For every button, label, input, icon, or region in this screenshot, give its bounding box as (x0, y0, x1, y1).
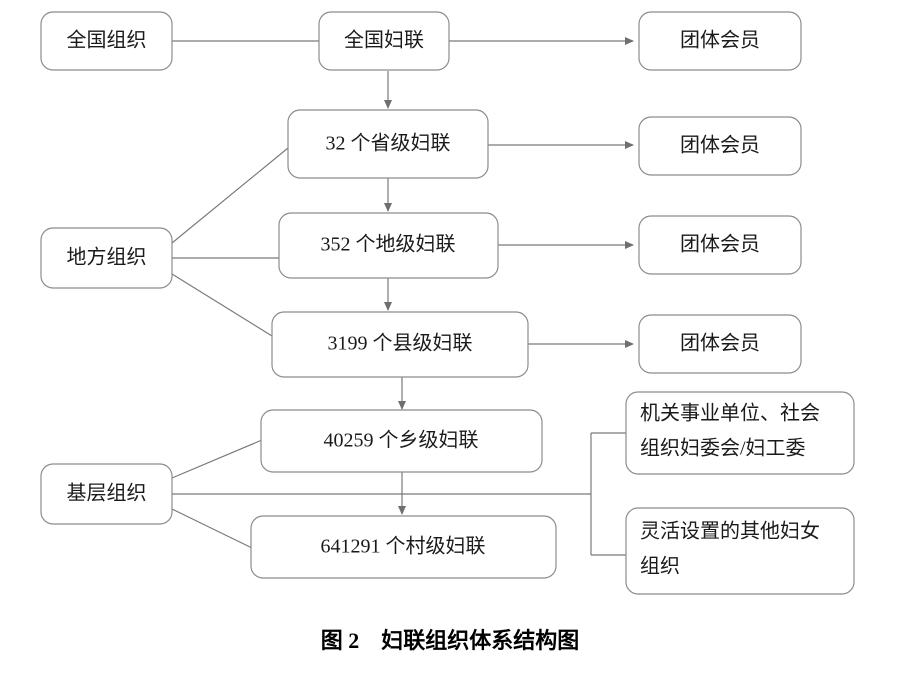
node-flexible-unit-line2: 组织 (640, 555, 680, 578)
tier-box-local[interactable]: 地方组织 (40, 227, 173, 289)
link-local-tier-to-provincial (171, 147, 289, 244)
node-county-federation-shape (271, 311, 529, 378)
link-grassroots-tier-to-village (171, 508, 253, 549)
link-local-tier-to-county (171, 273, 273, 337)
node-prefecture-federation-label: 352 个地级妇联 (321, 233, 456, 256)
node-group-member-national[interactable]: 团体会员 (638, 11, 802, 71)
node-group-member-provincial[interactable]: 团体会员 (638, 116, 802, 176)
node-township-federation-shape (260, 409, 543, 473)
node-village-federation-label: 641291 个村级妇联 (321, 535, 486, 558)
node-village-federation-shape (250, 515, 557, 579)
node-flexible-unit[interactable]: 灵活设置的其他妇女 组织 (625, 507, 855, 595)
node-national-federation-shape (318, 11, 450, 71)
node-provincial-federation-label: 32 个省级妇联 (326, 132, 451, 155)
node-group-member-provincial-label: 团体会员 (680, 134, 760, 157)
node-county-federation-label: 3199 个县级妇联 (328, 332, 473, 355)
node-flexible-unit-line1: 灵活设置的其他妇女 (640, 520, 820, 543)
node-township-federation[interactable]: 40259 个乡级妇联 (260, 409, 543, 473)
figure-caption: 图 2 妇联组织体系结构图 (321, 628, 580, 653)
node-national-federation[interactable]: 全国妇联 (318, 11, 450, 71)
node-institution-unit-line2: 组织妇委会/妇工委 (640, 437, 806, 460)
link-grassroots-tier-to-township (171, 439, 263, 479)
node-institution-unit-shape (625, 391, 855, 475)
node-institution-unit-line1: 机关事业单位、社会 (640, 402, 820, 425)
node-provincial-federation[interactable]: 32 个省级妇联 (287, 109, 489, 179)
tier-box-grassroots-shape (40, 463, 173, 525)
tier-box-national[interactable]: 全国组织 (40, 11, 173, 71)
group-member-column: 团体会员 团体会员 团体会员 团体会员 (638, 11, 802, 374)
grassroots-unit-column: 机关事业单位、社会 组织妇委会/妇工委 灵活设置的其他妇女 组织 (625, 391, 855, 595)
tier-label-column: 全国组织 地方组织 基层组织 (40, 11, 173, 525)
node-group-member-national-shape (638, 11, 802, 71)
node-group-member-prefecture-shape (638, 215, 802, 275)
node-village-federation[interactable]: 641291 个村级妇联 (250, 515, 557, 579)
node-group-member-prefecture[interactable]: 团体会员 (638, 215, 802, 275)
node-group-member-provincial-shape (638, 116, 802, 176)
hierarchy-column: 全国妇联 32 个省级妇联 352 个地级妇联 3199 个县级妇联 40259… (250, 11, 557, 579)
node-group-member-national-label: 团体会员 (680, 29, 760, 52)
tier-box-grassroots[interactable]: 基层组织 (40, 463, 173, 525)
node-institution-unit[interactable]: 机关事业单位、社会 组织妇委会/妇工委 (625, 391, 855, 475)
node-group-member-prefecture-label: 团体会员 (680, 233, 760, 256)
tier-box-national-shape (40, 11, 173, 71)
node-prefecture-federation-shape (278, 212, 499, 279)
node-provincial-federation-shape (287, 109, 489, 179)
node-county-federation[interactable]: 3199 个县级妇联 (271, 311, 529, 378)
connector-lines (171, 37, 634, 556)
tier-box-local-shape (40, 227, 173, 289)
node-group-member-county[interactable]: 团体会员 (638, 314, 802, 374)
node-group-member-county-label: 团体会员 (680, 332, 760, 355)
node-group-member-county-shape (638, 314, 802, 374)
node-township-federation-label: 40259 个乡级妇联 (324, 429, 479, 452)
node-flexible-unit-shape (625, 507, 855, 595)
node-prefecture-federation[interactable]: 352 个地级妇联 (278, 212, 499, 279)
tier-box-national-label: 全国组织 (67, 29, 147, 52)
tier-box-grassroots-label: 基层组织 (67, 482, 147, 505)
tier-box-local-label: 地方组织 (67, 246, 147, 269)
node-national-federation-label: 全国妇联 (344, 29, 424, 52)
